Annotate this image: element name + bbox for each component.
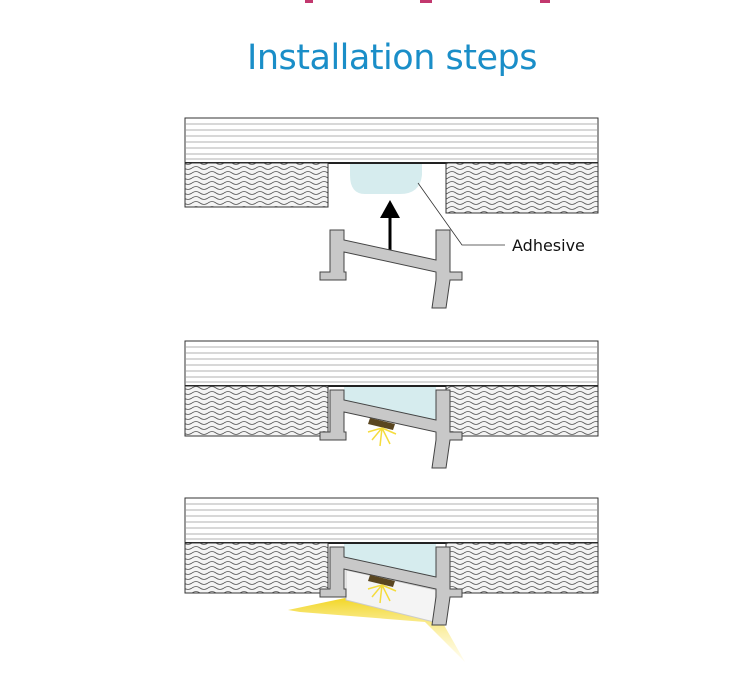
board-left — [184, 162, 329, 208]
led-strip — [368, 575, 395, 587]
light-rays — [367, 584, 397, 604]
adhesive-fill — [344, 387, 436, 420]
board-left — [184, 542, 329, 594]
adhesive-label: Adhesive — [512, 236, 585, 255]
arrow-up-icon — [380, 200, 400, 250]
step-3 — [184, 497, 599, 662]
leader-line — [417, 182, 505, 246]
adhesive-fill — [344, 544, 436, 577]
light-rays — [367, 427, 397, 447]
board-left — [184, 385, 329, 437]
step-2 — [184, 340, 599, 469]
step-1: Adhesive — [184, 117, 599, 309]
board-right — [445, 385, 599, 437]
ceiling-panel — [184, 340, 599, 387]
adhesive-blob — [350, 164, 422, 194]
board-right — [445, 162, 599, 214]
ceiling-panel — [184, 117, 599, 164]
led-strip — [368, 418, 395, 430]
ceiling-panel — [184, 497, 599, 544]
page-title: Installation steps — [247, 38, 537, 78]
board-right — [445, 542, 599, 594]
cropped-heading-fragment — [305, 0, 550, 3]
